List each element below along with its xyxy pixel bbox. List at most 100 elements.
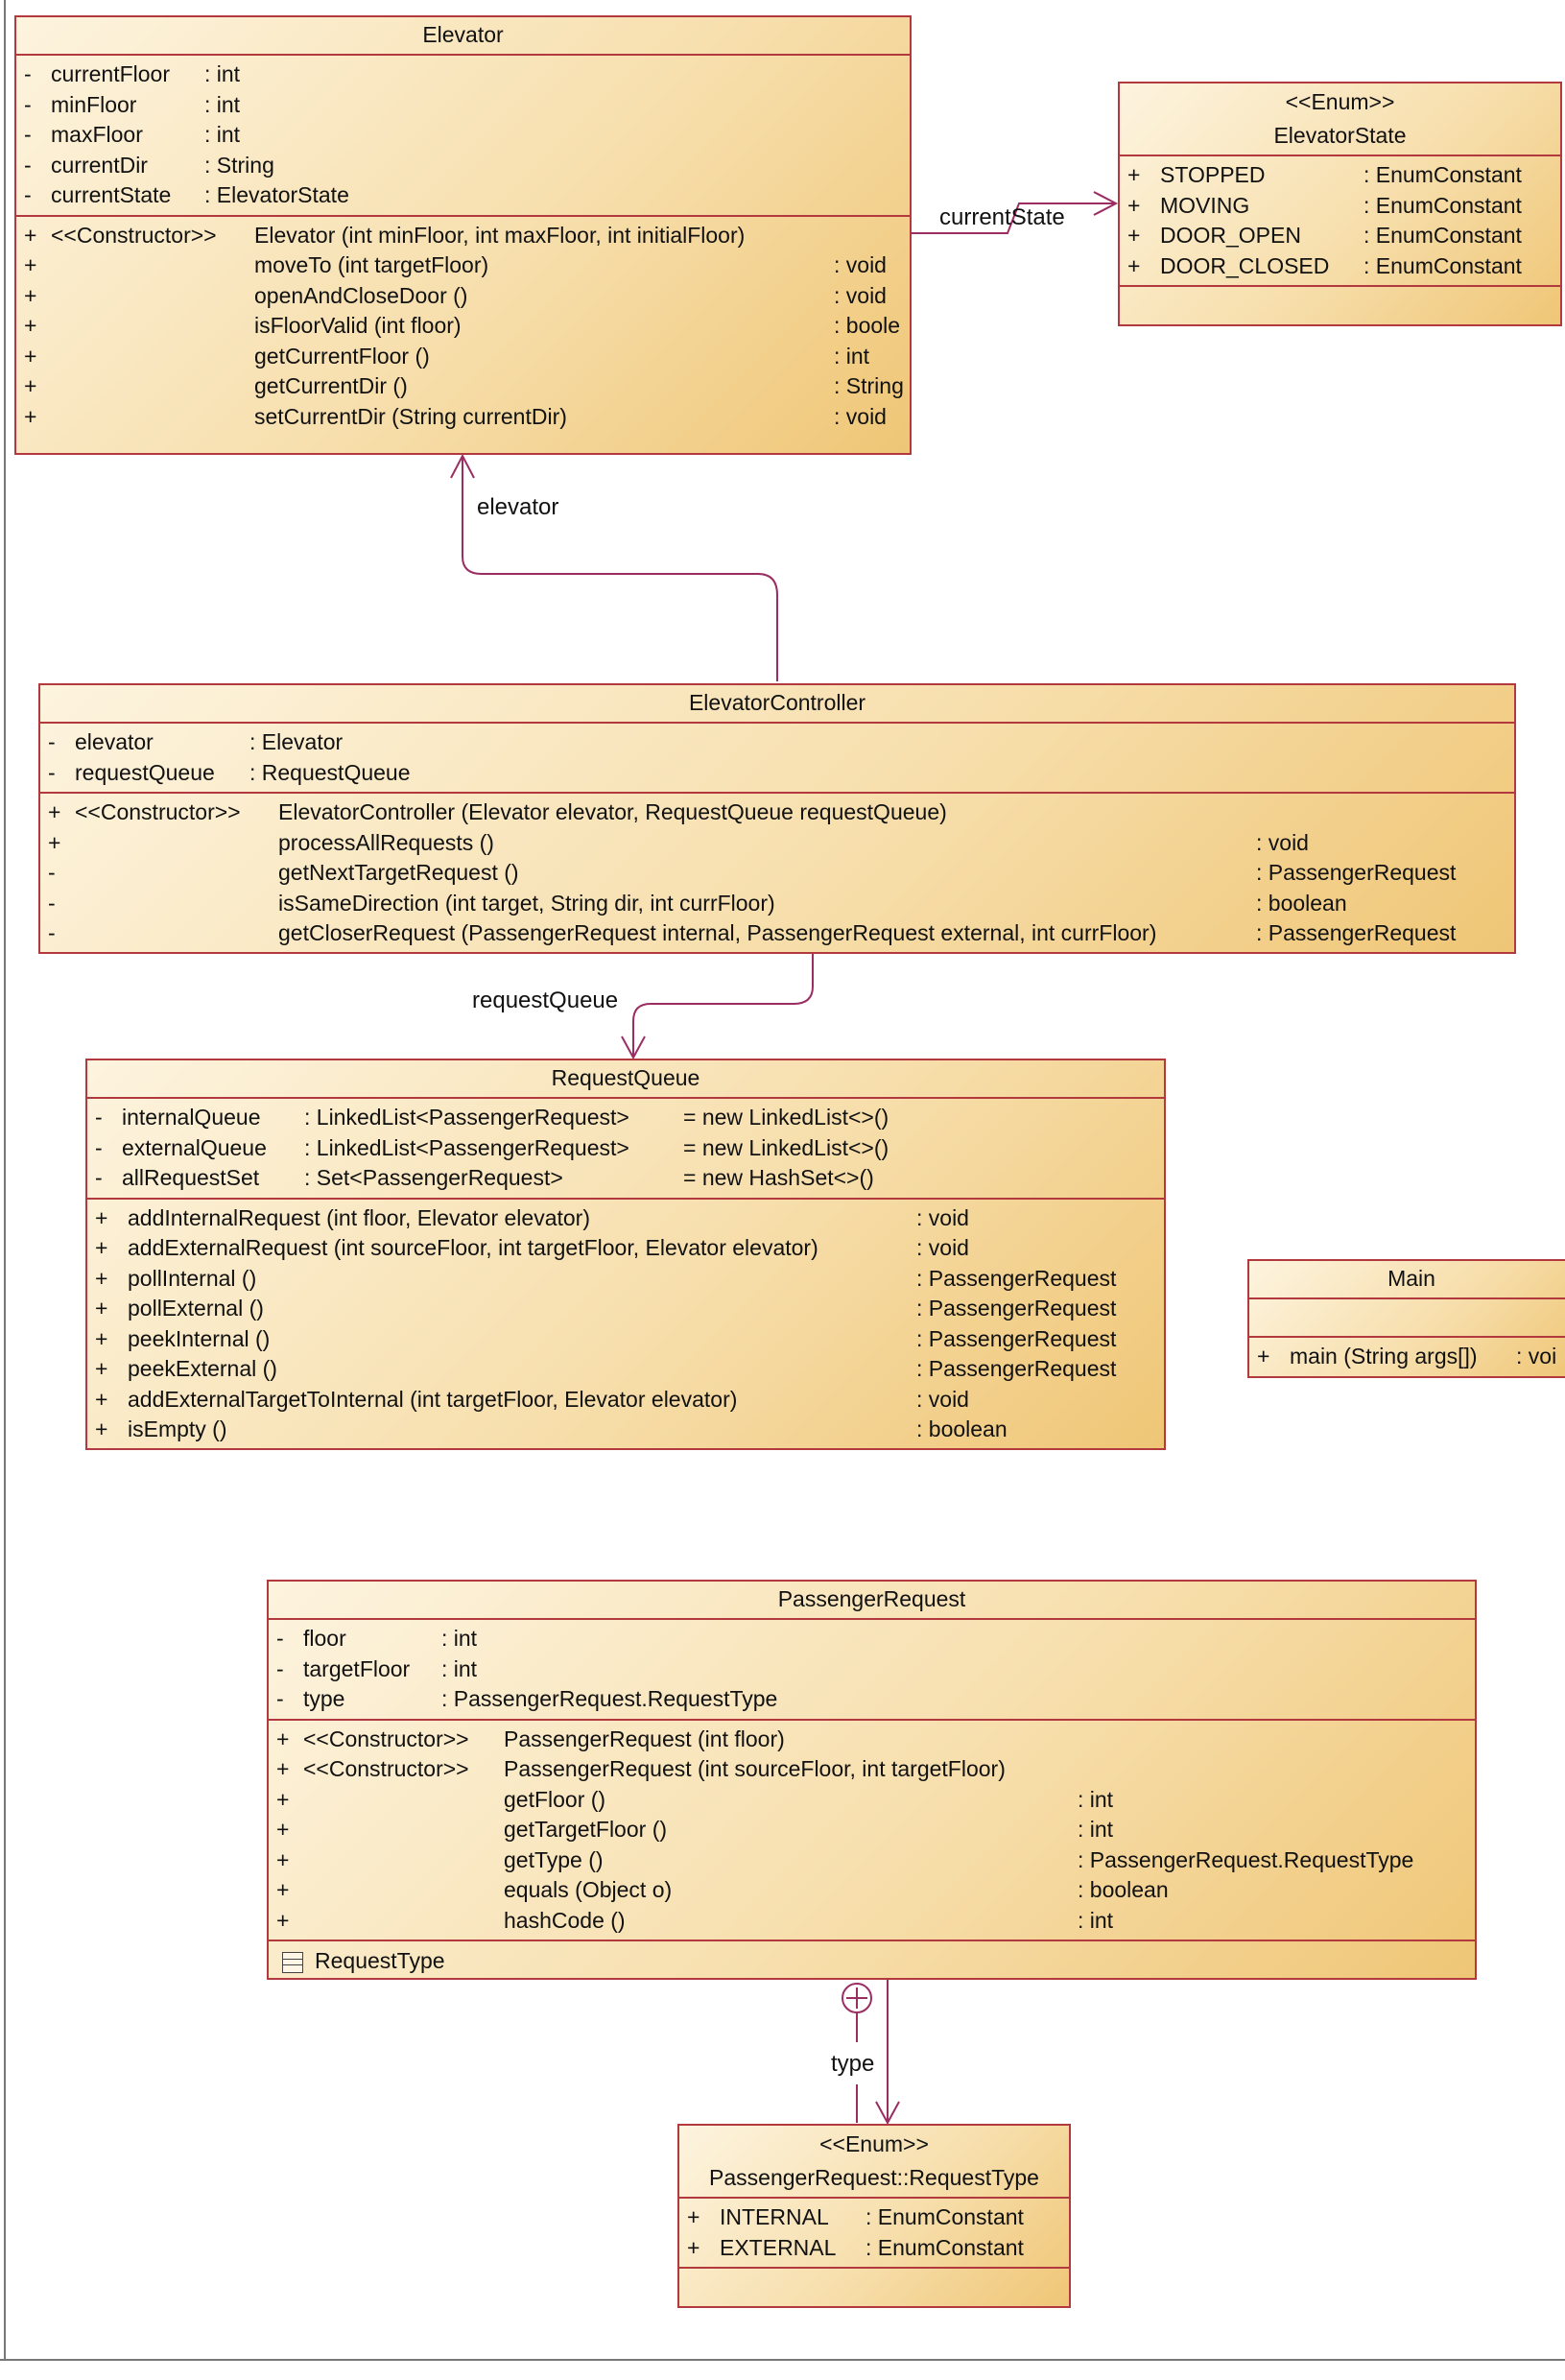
request-queue-arrowhead <box>621 1035 646 1060</box>
operation-row[interactable]: +pollInternal (): PassengerRequest <box>87 1264 1164 1295</box>
operation-signature: addInternalRequest (int floor, Elevator … <box>128 1204 590 1230</box>
operation-signature: moveTo (int targetFloor) <box>254 252 489 277</box>
attribute-row[interactable]: -allRequestSet: Set<PassengerRequest>= n… <box>87 1163 1164 1194</box>
nested-class-icon <box>282 1951 303 1973</box>
attribute-row[interactable]: -internalQueue: LinkedList<PassengerRequ… <box>87 1103 1164 1133</box>
visibility: + <box>95 1416 108 1441</box>
class-elevator-controller[interactable]: ElevatorController -elevator: Elevator-r… <box>38 683 1516 954</box>
operation-row[interactable]: +getType (): PassengerRequest.RequestTyp… <box>269 1845 1475 1876</box>
attribute-name: targetFloor <box>303 1655 411 1681</box>
operation-row[interactable]: +isEmpty (): boolean <box>87 1415 1164 1445</box>
operation-row[interactable]: +moveTo (int targetFloor): void <box>16 250 910 281</box>
operation-row[interactable]: +peekInternal (): PassengerRequest <box>87 1324 1164 1355</box>
visibility: - <box>276 1655 284 1681</box>
operation-row[interactable]: -getNextTargetRequest (): PassengerReque… <box>40 858 1514 889</box>
operation-signature: isEmpty () <box>128 1416 227 1441</box>
operation-row[interactable]: + addInternalRequest (int floor, Elevator… <box>87 1203 1164 1234</box>
operation-row[interactable]: +main (String args[]): voi <box>1249 1342 1565 1372</box>
visibility: + <box>24 282 37 308</box>
visibility: + <box>95 1386 108 1412</box>
attribute-row[interactable]: -currentDir: String <box>16 151 910 181</box>
attribute-row[interactable]: -type: PassengerRequest.RequestType <box>269 1684 1475 1715</box>
enum-request-type[interactable]: <<Enum>> PassengerRequest::RequestType +… <box>677 2124 1071 2308</box>
attribute-name: currentDir <box>51 152 148 178</box>
operation-row[interactable]: +peekExternal (): PassengerRequest <box>87 1354 1164 1385</box>
enum-elevator-state[interactable]: <<Enum>> ElevatorState +STOPPED: EnumCon… <box>1118 82 1562 326</box>
class-name: Elevator <box>422 22 504 47</box>
operation-row[interactable]: +processAllRequests (): void <box>40 828 1514 859</box>
literal-type: : EnumConstant <box>865 2204 1024 2229</box>
operation-signature: getCloserRequest (PassengerRequest inter… <box>278 920 1157 945</box>
operation-row[interactable]: +getCurrentDir (): String <box>16 371 910 402</box>
class-request-queue[interactable]: RequestQueue -internalQueue: LinkedList<… <box>85 1059 1166 1450</box>
attribute-initial-value: = new LinkedList<>() <box>683 1134 889 1160</box>
class-main[interactable]: Main +main (String args[]): voi <box>1247 1259 1565 1378</box>
operation-row[interactable]: -isSameDirection (int target, String dir… <box>40 889 1514 919</box>
visibility: + <box>95 1235 108 1260</box>
operation-row[interactable]: -getCloserRequest (PassengerRequest inte… <box>40 918 1514 949</box>
operation-row[interactable]: +pollExternal (): PassengerRequest <box>87 1294 1164 1324</box>
enum-literal-row[interactable]: +DOOR_OPEN: EnumConstant <box>1120 221 1560 251</box>
attribute-type: : Elevator <box>249 729 344 754</box>
class-elevator[interactable]: Elevator -currentFloor: int-minFloor: in… <box>14 15 912 455</box>
class-name: PassengerRequest <box>777 1586 966 1611</box>
operation-compartment: +<<Constructor>>PassengerRequest (int fl… <box>269 1721 1475 1941</box>
class-name: PassengerRequest::RequestType <box>709 2165 1039 2190</box>
operation-row[interactable]: +<<Constructor>>PassengerRequest (int fl… <box>269 1725 1475 1755</box>
attribute-row[interactable]: -minFloor: int <box>16 90 910 121</box>
enum-literal-row[interactable]: +DOOR_CLOSED: EnumConstant <box>1120 251 1560 282</box>
operation-return-type: : voi <box>1516 1344 1557 1368</box>
operation-row[interactable]: +<<Constructor>>PassengerRequest (int so… <box>269 1754 1475 1785</box>
attribute-row[interactable]: -elevator: Elevator <box>40 727 1514 758</box>
visibility: - <box>276 1686 284 1711</box>
attribute-type: : int <box>441 1655 478 1681</box>
class-name: ElevatorController <box>688 690 866 715</box>
enum-literal-row[interactable]: +STOPPED: EnumConstant <box>1120 160 1560 191</box>
enum-literal-row[interactable]: +EXTERNAL: EnumConstant <box>679 2233 1069 2264</box>
attribute-row[interactable]: -floor: int <box>269 1624 1475 1654</box>
visibility: + <box>687 2234 700 2260</box>
operation-return-type: : void <box>834 282 887 308</box>
visibility: - <box>48 890 56 916</box>
attribute-row[interactable]: -targetFloor : int <box>269 1654 1475 1685</box>
elevator-label: elevator <box>477 494 559 520</box>
operation-return-type: : int <box>1078 1786 1114 1812</box>
operation-row[interactable]: +setCurrentDir (String currentDir): void <box>16 402 910 433</box>
visibility: + <box>276 1907 290 1933</box>
operation-row[interactable]: +getFloor (): int <box>269 1785 1475 1816</box>
class-name: RequestQueue <box>551 1065 700 1090</box>
attribute-name: requestQueue <box>75 759 215 785</box>
attribute-row[interactable]: -maxFloor: int <box>16 120 910 151</box>
enum-literal-row[interactable]: +INTERNAL: EnumConstant <box>679 2202 1069 2233</box>
operation-row[interactable]: +addExternalTargetToInternal (int target… <box>87 1385 1164 1416</box>
visibility: + <box>24 313 37 338</box>
operation-row[interactable]: +isFloorValid (int floor): boole <box>16 311 910 342</box>
attribute-row[interactable]: -externalQueue: LinkedList<PassengerRequ… <box>87 1133 1164 1164</box>
visibility: - <box>276 1626 284 1651</box>
operation-row[interactable]: +<<Constructor>>Elevator (int minFloor, … <box>16 221 910 251</box>
attribute-name: allRequestSet <box>122 1165 260 1190</box>
visibility: + <box>95 1204 108 1230</box>
operation-row[interactable]: +addExternalRequest (int sourceFloor, in… <box>87 1233 1164 1264</box>
nested-compartment: RequestType <box>269 1941 1475 1980</box>
enum-literal-row[interactable]: +MOVING: EnumConstant <box>1120 191 1560 222</box>
stereotype: <<Enum>> <box>1285 89 1395 114</box>
attribute-row[interactable]: -currentFloor: int <box>16 60 910 90</box>
operation-signature: pollInternal () <box>128 1265 257 1291</box>
operation-signature: getFloor () <box>504 1786 606 1812</box>
operation-row[interactable]: +equals (Object o): boolean <box>269 1875 1475 1906</box>
literal-type: : EnumConstant <box>1363 252 1522 278</box>
operation-row[interactable]: +<<Constructor>>ElevatorController (Elev… <box>40 797 1514 828</box>
operation-signature: Elevator (int minFloor, int maxFloor, in… <box>254 222 746 248</box>
operation-signature: processAllRequests () <box>278 829 494 855</box>
operation-row[interactable]: +hashCode (): int <box>269 1906 1475 1937</box>
operation-row[interactable]: +getCurrentFloor (): int <box>16 342 910 372</box>
attribute-type: : int <box>204 61 241 86</box>
operation-row[interactable]: +openAndCloseDoor (): void <box>16 281 910 312</box>
attribute-row[interactable]: -requestQueue: RequestQueue <box>40 758 1514 789</box>
class-passenger-request[interactable]: PassengerRequest -floor: int-targetFloor… <box>267 1580 1477 1980</box>
operation-row[interactable]: +getTargetFloor (): int <box>269 1815 1475 1845</box>
visibility: + <box>276 1877 290 1902</box>
attribute-row[interactable]: -currentState: ElevatorState <box>16 180 910 211</box>
operation-signature: peekExternal () <box>128 1356 277 1381</box>
